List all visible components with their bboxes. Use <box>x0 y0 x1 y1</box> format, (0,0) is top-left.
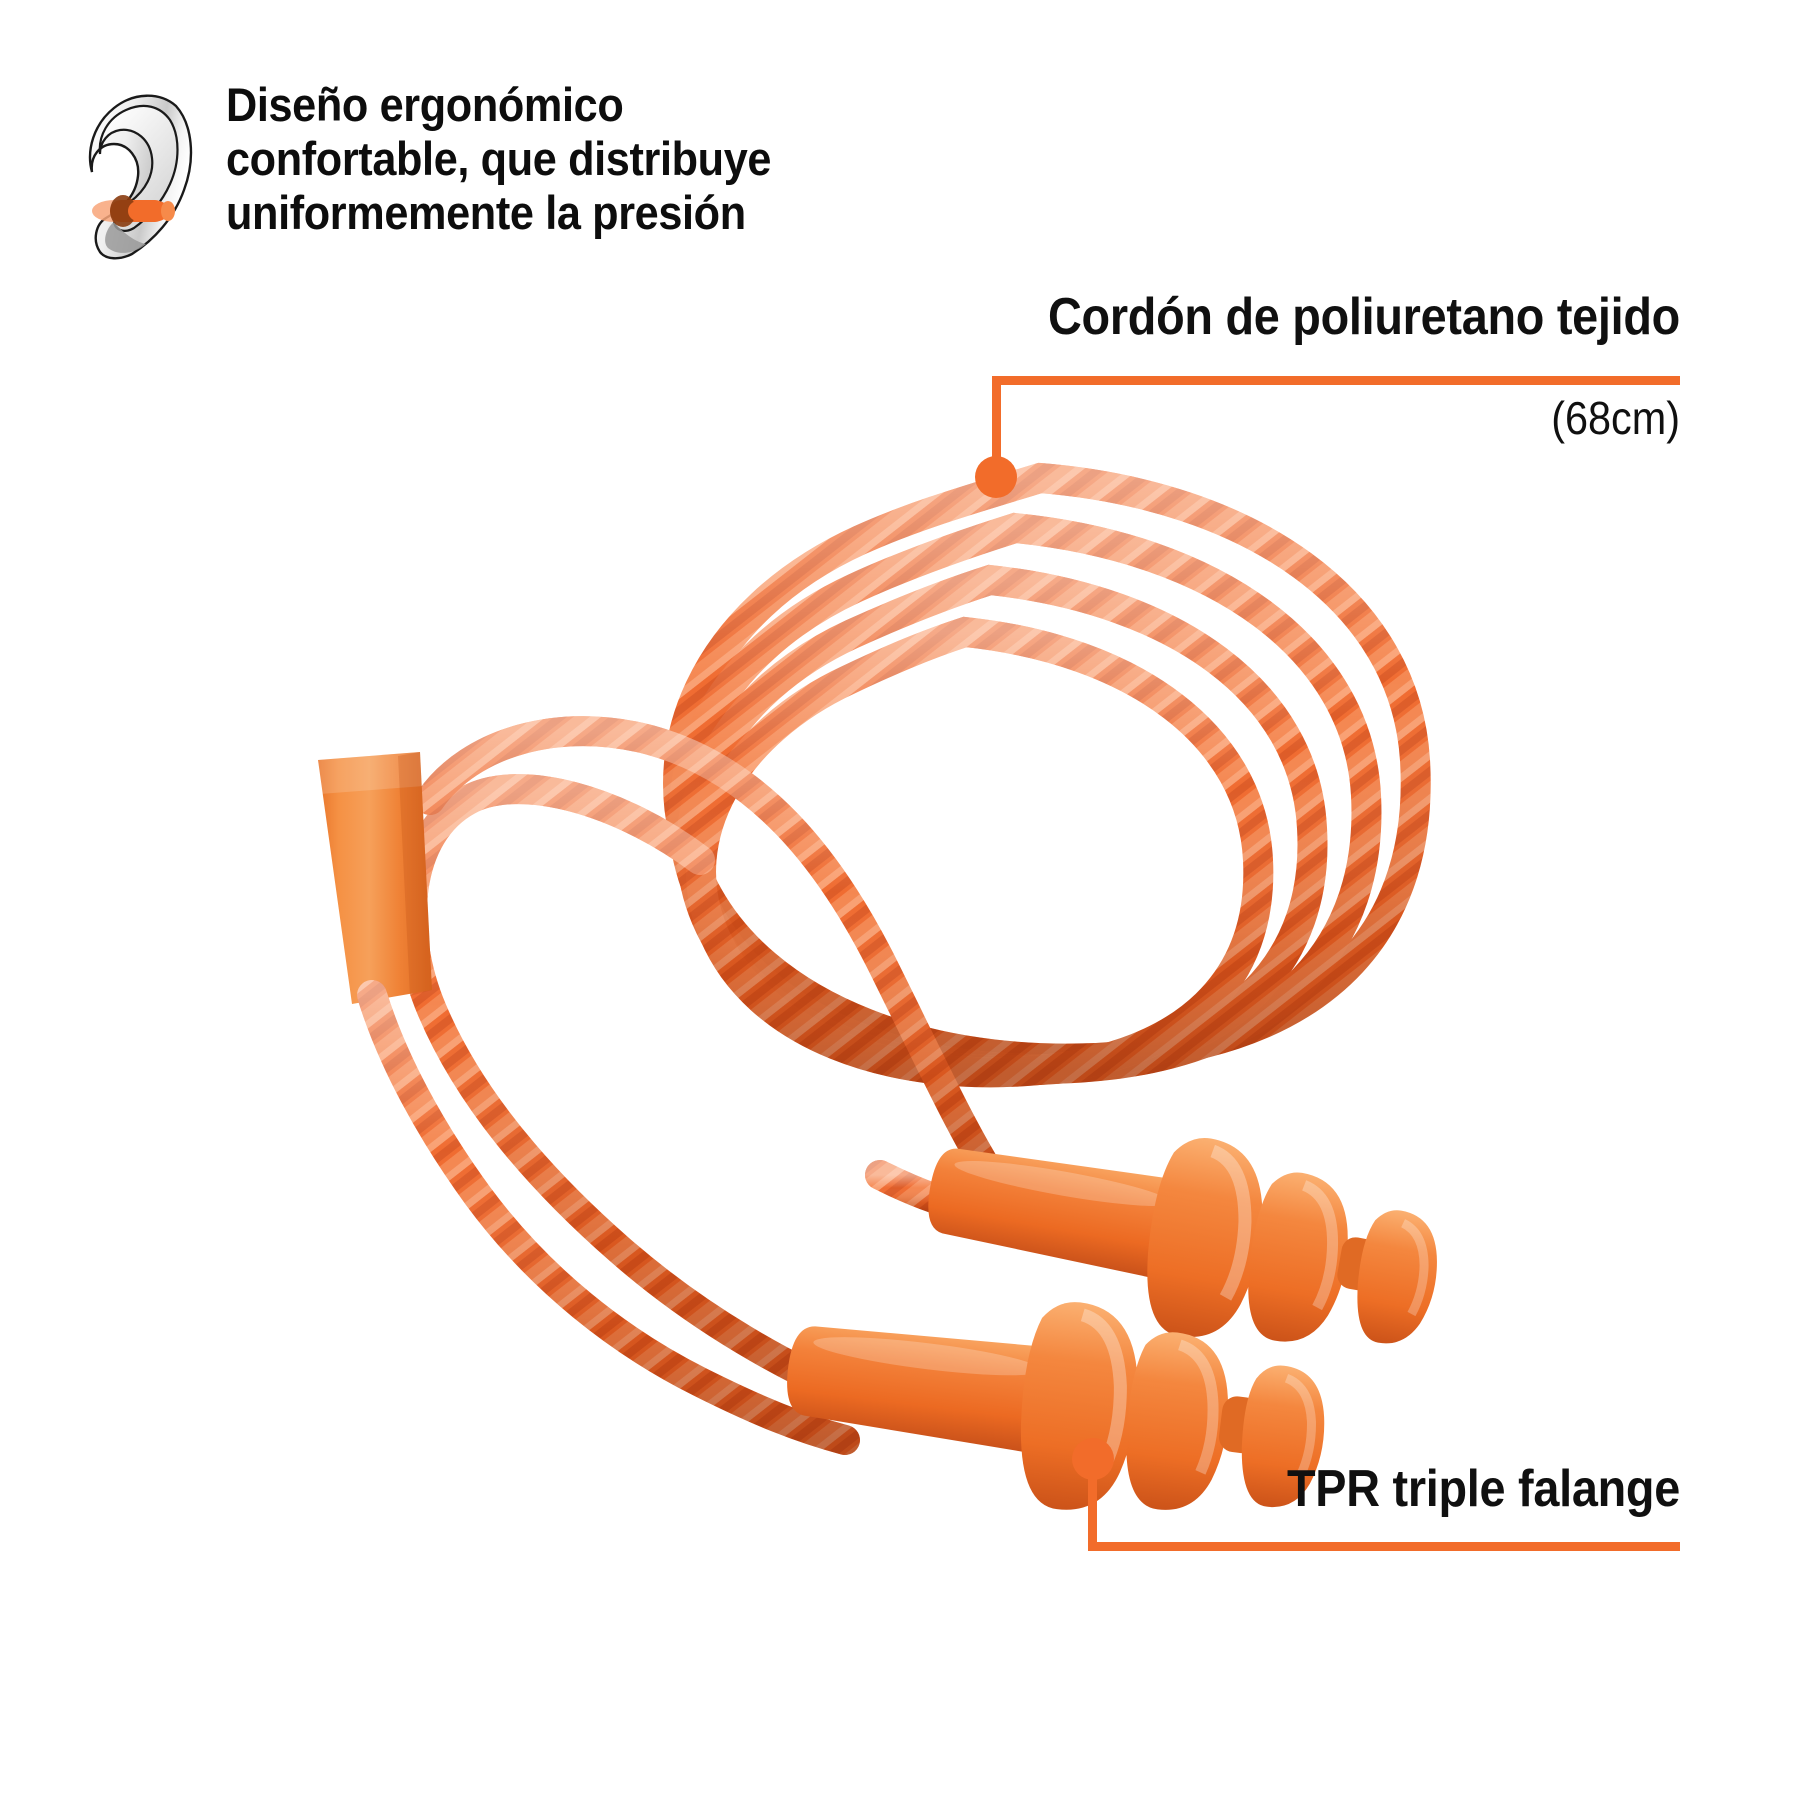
annotation-flange-label: TPR triple falange <box>1286 1460 1680 1518</box>
earplug-upper <box>928 1137 1437 1344</box>
cord-slider <box>318 752 432 1004</box>
annotation-cord-rule <box>992 376 1680 385</box>
annotation-cord-sublabel: (68cm) <box>1551 392 1680 444</box>
cord-artwork <box>318 462 1431 1455</box>
annotation-flange-stem <box>1088 1456 1097 1546</box>
annotation-cord-stem <box>992 376 1001 468</box>
annotation-cord-label: Cordón de poliuretano tejido <box>1047 288 1680 346</box>
feature-text: Diseño ergonómico confortable, que distr… <box>226 78 772 240</box>
annotation-cord: Cordón de poliuretano tejido (68cm) <box>880 288 1680 520</box>
annotation-flange-rule <box>1088 1542 1680 1551</box>
annotation-flange: TPR triple falange <box>1060 1438 1680 1598</box>
ear-with-earplug-icon <box>80 72 208 260</box>
annotation-cord-dot <box>975 456 1017 498</box>
feature-callout: Diseño ergonómico confortable, que distr… <box>80 72 920 260</box>
